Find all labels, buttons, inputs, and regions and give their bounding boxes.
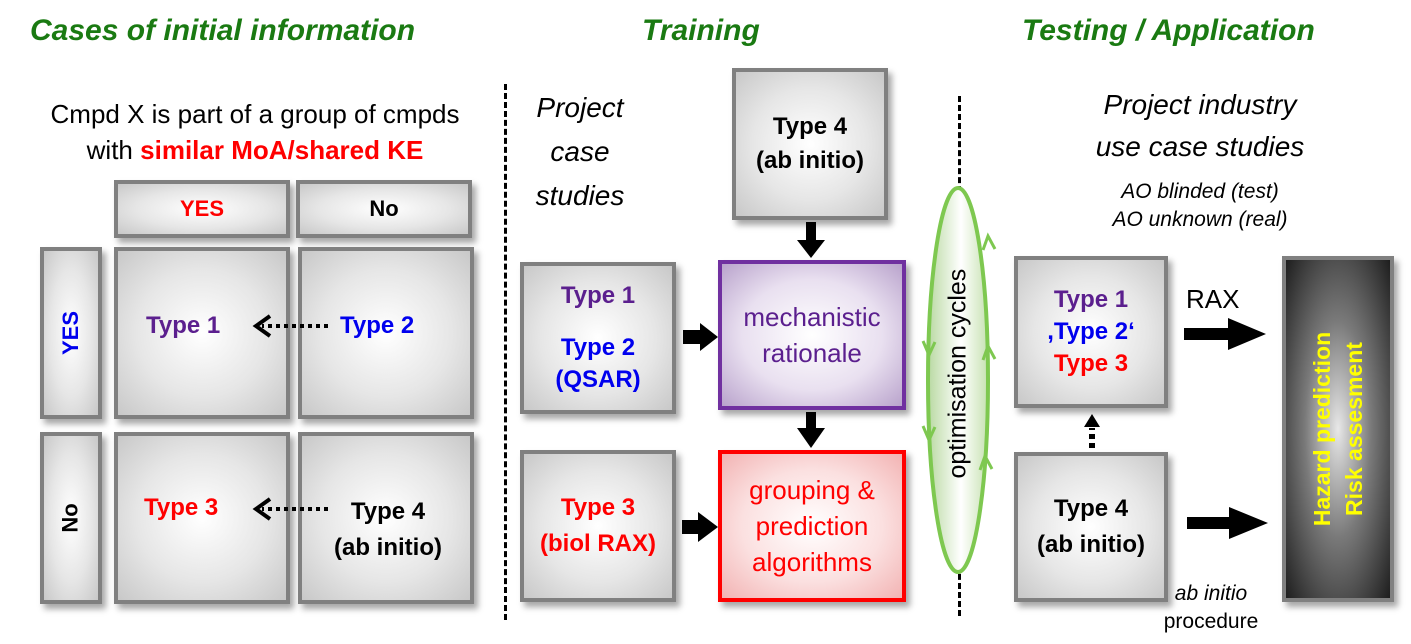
testing-types-box: Type 1 ,Type 2‘ Type 3 <box>1014 256 1168 408</box>
training-subtitle: Project case studies <box>520 86 640 218</box>
cell-yes-no <box>298 247 474 419</box>
grouping-prediction-box: grouping & prediction algorithms <box>718 450 906 602</box>
arrow-type4-up-head-icon <box>1084 414 1100 427</box>
testing-subtitle-line2: use case studies <box>1095 131 1305 162</box>
arrow-type12-right-head-icon <box>700 323 718 351</box>
arrow-mech-down-shaft <box>806 412 816 432</box>
cycle-chevron-icon <box>978 452 994 471</box>
testing-type1-label: Type 1 <box>1053 286 1129 313</box>
training-type12-box: Type 1 Type 2 (QSAR) <box>520 262 676 414</box>
hazard-risk-text: Hazard prediction Risk assesment <box>1306 332 1370 526</box>
arrow-type4-down-shaft <box>806 222 816 242</box>
cases-question-highlight: similar MoA/shared KE <box>140 135 424 165</box>
cycle-chevron-icon <box>981 232 997 251</box>
training-subtitle-line3: studies <box>535 180 625 211</box>
cases-question-prefix: with <box>86 135 133 165</box>
training-type4-line2: (ab initio) <box>756 147 864 174</box>
training-subtitle-line1: Project <box>536 92 624 123</box>
mechanistic-line2: rationale <box>762 338 862 368</box>
cell-no-no <box>298 432 474 604</box>
col-header-yes: YES <box>114 180 290 238</box>
hazard-risk-box: Hazard prediction Risk assesment <box>1282 256 1394 602</box>
col-header-yes-label: YES <box>179 196 225 221</box>
cycle-chevron-icon <box>921 425 937 444</box>
training-type4-box: Type 4 (ab initio) <box>732 68 888 220</box>
training-type1-label: Type 1 <box>560 282 636 309</box>
testing-type3-label: Type 3 <box>1053 350 1129 377</box>
cases-question-line1: Cmpd X is part of a group of cmpds <box>50 99 460 129</box>
testing-type4-line2: (ab initio) <box>1037 531 1145 558</box>
divider-left <box>504 84 507 620</box>
col-header-no-label: No <box>369 196 399 221</box>
cycle-chevron-icon <box>921 340 937 359</box>
training-qsar-label: (QSAR) <box>555 366 641 393</box>
section-title-training: Training <box>642 14 760 47</box>
cell-yes-yes <box>114 247 290 419</box>
row-header-yes: YES <box>40 247 102 419</box>
hazard-prediction-label: Hazard prediction <box>1309 331 1336 527</box>
cell-type4-line1: Type 4 <box>350 498 426 525</box>
cycle-chevron-icon <box>981 342 997 361</box>
row-header-yes-label: YES <box>58 310 83 356</box>
rax-label: RAX <box>1186 284 1240 314</box>
testing-subtitle: Project industry use case studies <box>1040 84 1360 168</box>
arrow-type3-right-head-icon <box>698 512 718 542</box>
cell-type1-label: Type 1 <box>146 312 221 339</box>
grouping-line3: algorithms <box>752 547 872 577</box>
testing-type4-box: Type 4 (ab initio) <box>1014 452 1168 602</box>
testing-type2-label: ,Type 2‘ <box>1047 318 1135 345</box>
training-type2-label: Type 2 <box>560 334 636 361</box>
grouping-line2: prediction <box>755 511 869 541</box>
cases-question-line2: with similar MoA/shared KE <box>10 132 500 168</box>
abinitio-procedure-line1: ab initio <box>1174 582 1248 605</box>
cell-type4-line2: (ab initio) <box>334 534 442 561</box>
cell-type3-label: Type 3 <box>144 494 219 521</box>
arrow-rax-shaft <box>1184 328 1230 340</box>
arrow-abinitio-shaft <box>1187 517 1231 529</box>
cases-question: Cmpd X is part of a group of cmpds with … <box>10 96 500 168</box>
grouping-line1: grouping & <box>749 475 875 505</box>
col-header-no: No <box>296 180 472 238</box>
row-header-no-label: No <box>57 503 83 533</box>
arrow-rax-head-icon <box>1228 318 1266 350</box>
testing-note-unknown: AO unknown (real) <box>1112 208 1288 231</box>
arrow-abinitio-head-icon <box>1229 507 1268 539</box>
arrow-type3-right-shaft <box>682 520 702 534</box>
row-header-no: No <box>40 432 102 604</box>
abinitio-procedure-label: ab initio procedure <box>1156 580 1266 636</box>
training-type3-box: Type 3 (biol RAX) <box>520 450 676 602</box>
cell-type2-label: Type 2 <box>340 312 415 339</box>
arrow-mech-down-head-icon <box>797 428 825 448</box>
section-title-cases: Cases of initial information <box>30 14 416 47</box>
testing-note-blinded: AO blinded (test) <box>1121 180 1279 203</box>
testing-notes: AO blinded (test) AO unknown (real) <box>1060 178 1340 234</box>
arrow-type12-right-shaft <box>683 330 703 344</box>
optimisation-cycles-label: optimisation cycles <box>943 268 972 479</box>
mechanistic-rationale-box: mechanistic rationale <box>718 260 906 410</box>
mechanistic-line1: mechanistic <box>743 302 881 332</box>
training-type4-line1: Type 4 <box>772 113 848 140</box>
cell-type4-label: Type 4 (ab initio) <box>314 494 462 566</box>
section-title-testing: Testing / Application <box>1022 14 1315 47</box>
risk-assessment-label: Risk assesment <box>1341 342 1368 516</box>
training-biol-rax-label: (biol RAX) <box>540 530 656 557</box>
testing-subtitle-line1: Project industry <box>1103 89 1297 120</box>
testing-type4-line1: Type 4 <box>1053 495 1129 522</box>
arrow-type4-down-head-icon <box>797 240 825 258</box>
abinitio-procedure-line2: procedure <box>1163 610 1259 633</box>
training-type3-label: Type 3 <box>560 494 636 521</box>
training-subtitle-line2: case <box>550 136 610 167</box>
